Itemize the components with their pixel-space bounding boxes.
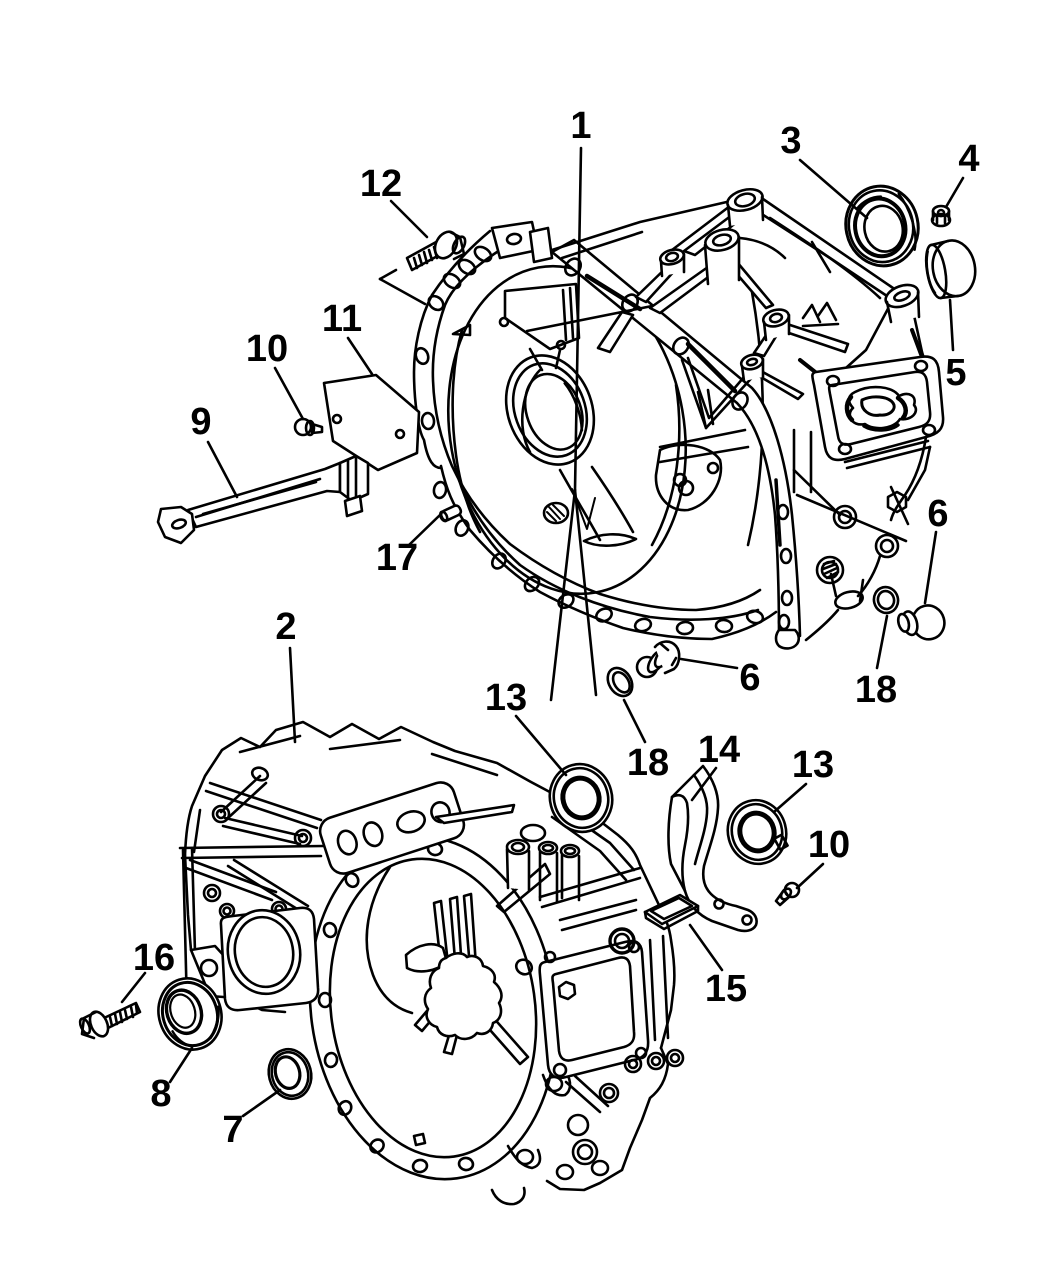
svg-text:10: 10 — [246, 328, 288, 370]
svg-text:1: 1 — [570, 105, 591, 147]
svg-text:8: 8 — [150, 1073, 171, 1115]
svg-text:14: 14 — [698, 729, 740, 771]
svg-text:11: 11 — [322, 298, 362, 340]
svg-text:17: 17 — [376, 537, 418, 579]
svg-text:10: 10 — [808, 824, 850, 866]
svg-text:13: 13 — [792, 744, 834, 786]
svg-text:2: 2 — [275, 606, 296, 648]
svg-text:5: 5 — [945, 352, 966, 394]
svg-text:9: 9 — [190, 401, 211, 443]
svg-text:6: 6 — [739, 657, 760, 699]
svg-text:7: 7 — [222, 1109, 243, 1151]
svg-text:15: 15 — [705, 968, 747, 1010]
svg-text:13: 13 — [485, 677, 527, 719]
svg-text:3: 3 — [780, 120, 801, 162]
svg-text:4: 4 — [958, 138, 979, 180]
svg-text:16: 16 — [133, 937, 175, 979]
svg-text:12: 12 — [360, 163, 402, 205]
svg-text:18: 18 — [855, 669, 897, 711]
svg-text:6: 6 — [927, 493, 948, 535]
svg-text:18: 18 — [627, 742, 669, 784]
